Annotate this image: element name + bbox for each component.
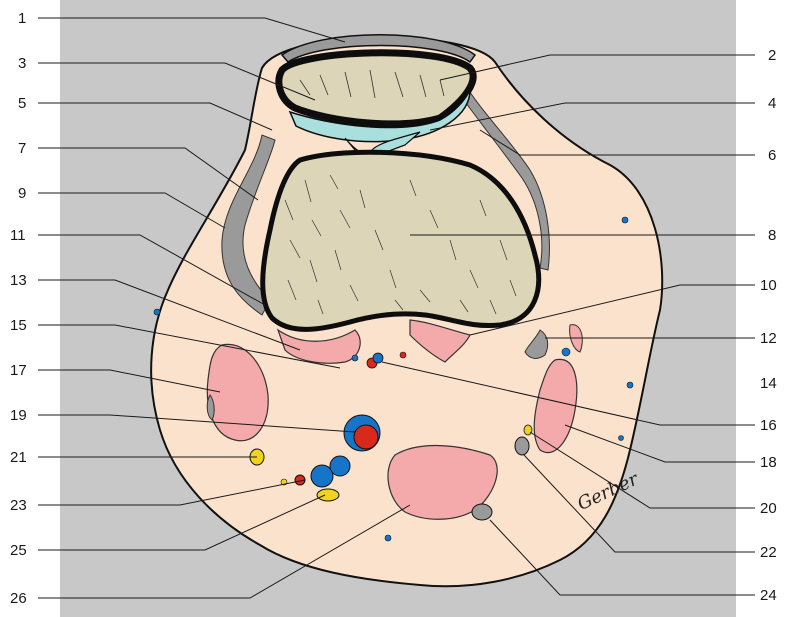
label-11: 11 xyxy=(10,227,26,244)
label-6: 6 xyxy=(768,147,776,164)
label-12: 12 xyxy=(760,330,777,347)
label-19: 19 xyxy=(10,407,27,424)
structure-23-vein-b xyxy=(330,456,350,476)
label-10: 10 xyxy=(760,277,777,294)
label-7: 7 xyxy=(18,140,26,157)
structure-25 xyxy=(317,489,339,501)
label-23: 23 xyxy=(10,497,27,514)
label-25: 25 xyxy=(10,542,27,559)
label-14: 14 xyxy=(760,375,777,392)
structure-20 xyxy=(524,425,532,435)
label-21: 21 xyxy=(10,449,27,466)
medial-small-vein xyxy=(154,309,160,315)
label-9: 9 xyxy=(18,185,26,202)
label-8: 8 xyxy=(768,227,776,244)
small-artery xyxy=(400,352,406,358)
label-2: 2 xyxy=(768,47,776,64)
labels-left: 1 3 5 7 9 11 13 15 17 19 21 23 25 26 xyxy=(10,10,27,607)
structure-23-vein-a xyxy=(311,465,333,487)
structure-15 xyxy=(352,355,358,361)
label-4: 4 xyxy=(768,95,776,112)
label-3: 3 xyxy=(18,55,26,72)
label-20: 20 xyxy=(760,500,777,517)
structure-2 xyxy=(279,53,473,124)
structure-19 xyxy=(354,425,378,449)
label-24: 24 xyxy=(760,587,777,604)
label-13: 13 xyxy=(10,272,27,289)
label-16: 16 xyxy=(760,417,777,434)
label-18: 18 xyxy=(760,454,777,471)
label-15: 15 xyxy=(10,317,27,334)
structure-14 xyxy=(627,382,633,388)
anterior-small-vein xyxy=(622,217,628,223)
labels-right: 2 4 6 8 10 12 14 16 18 20 22 24 xyxy=(760,47,777,604)
structure-24 xyxy=(472,504,492,520)
label-17: 17 xyxy=(10,362,27,379)
structure-16 xyxy=(373,353,383,363)
lateral-lower-vein xyxy=(619,436,624,441)
structure-22 xyxy=(515,437,529,455)
posterior-small-vein xyxy=(385,535,391,541)
label-22: 22 xyxy=(760,544,777,561)
label-1: 1 xyxy=(18,10,26,27)
label-5: 5 xyxy=(18,95,26,112)
label-26: 26 xyxy=(10,590,27,607)
lateral-small-vein xyxy=(562,348,570,356)
